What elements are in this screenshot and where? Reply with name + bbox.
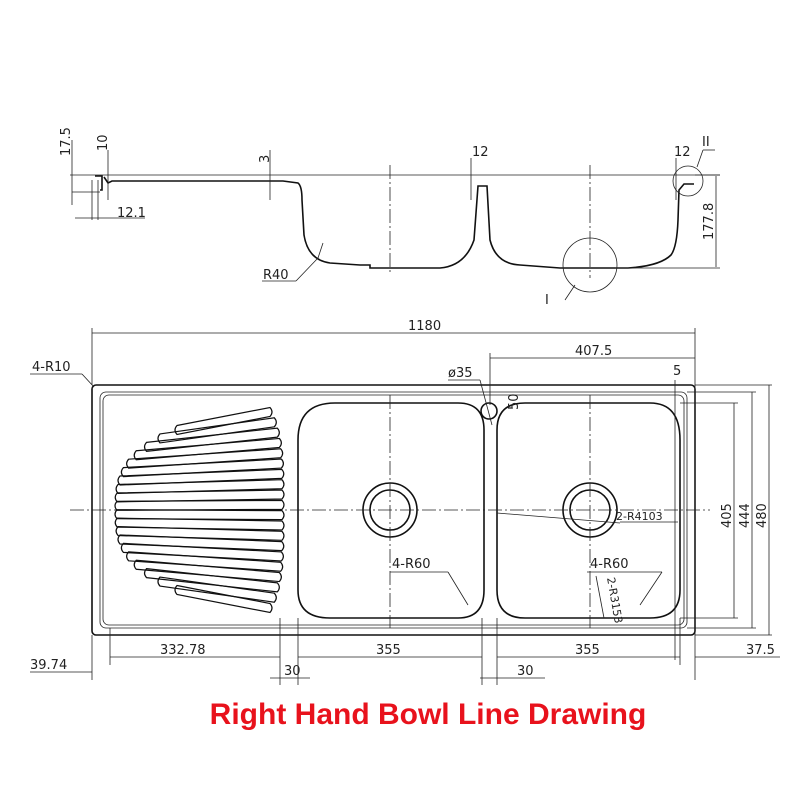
dim-1180: 1180	[408, 319, 441, 334]
drainer-groove	[126, 448, 284, 469]
drainer-groove	[117, 534, 285, 552]
drainer-groove	[143, 427, 280, 452]
drainer-groove	[126, 551, 284, 572]
drainer-groove	[157, 417, 277, 444]
dim-tap-hole: ø35	[448, 366, 473, 381]
detail-label-i: I	[545, 293, 549, 308]
drainer-groove	[114, 517, 285, 531]
drainer-groove	[114, 509, 285, 521]
section-view: 17.5 10 3 12.1 12 12 II I R40 177.8	[59, 127, 720, 308]
dim-480: 480	[755, 503, 770, 528]
dim-332-78: 332.78	[160, 643, 206, 658]
drainer-groove	[157, 576, 277, 603]
dim-17-5: 17.5	[59, 127, 74, 156]
dim-30-b: 30	[517, 664, 534, 679]
dim-444: 444	[738, 503, 753, 528]
drainer-groove	[120, 542, 284, 562]
plan-view: 1180 407.5 4-R10 ø35 50 5 2-R4103 4-R60 …	[30, 319, 780, 685]
detail-label-ii: II	[702, 135, 710, 150]
dim-50: 50	[507, 393, 522, 410]
dim-12-a: 12	[472, 145, 489, 160]
drainer-groove	[133, 559, 282, 583]
dim-355-b: 355	[575, 643, 600, 658]
dim-4-r60-right: 4-R60	[590, 557, 629, 572]
drainer-groove	[114, 499, 285, 511]
dim-12-b: 12	[674, 145, 691, 160]
drainer-groove	[117, 468, 285, 486]
dim-30-a: 30	[284, 664, 301, 679]
drainer-groove	[115, 525, 285, 541]
drainer-groove	[174, 584, 273, 614]
dim-3: 3	[258, 155, 273, 163]
drainer-groove	[143, 568, 280, 593]
dim-37-5: 37.5	[746, 643, 775, 658]
dim-4-r60-left: 4-R60	[392, 557, 431, 572]
dim-4-r10: 4-R10	[32, 360, 71, 375]
dim-355-a: 355	[376, 643, 401, 658]
drainer-groove	[174, 406, 273, 436]
dim-2-r4103: 2-R4103	[616, 510, 663, 523]
dim-12-1: 12.1	[117, 206, 146, 221]
dim-10: 10	[96, 134, 111, 151]
dim-2-r3153: 2-R3153	[604, 576, 625, 624]
drawing-title: Right Hand Bowl Line Drawing	[209, 698, 647, 731]
drainer-groove	[114, 489, 285, 503]
dim-177-8: 177.8	[702, 203, 717, 240]
drainer-groove	[133, 437, 282, 461]
drainer-groove	[115, 479, 285, 495]
dim-405: 405	[720, 503, 735, 528]
dim-39-74: 39.74	[30, 658, 67, 673]
dim-407-5: 407.5	[575, 344, 612, 359]
dim-r40: R40	[263, 268, 289, 283]
drainer-grooves	[114, 406, 285, 614]
dim-5: 5	[673, 364, 681, 379]
drainer-groove	[120, 458, 284, 478]
